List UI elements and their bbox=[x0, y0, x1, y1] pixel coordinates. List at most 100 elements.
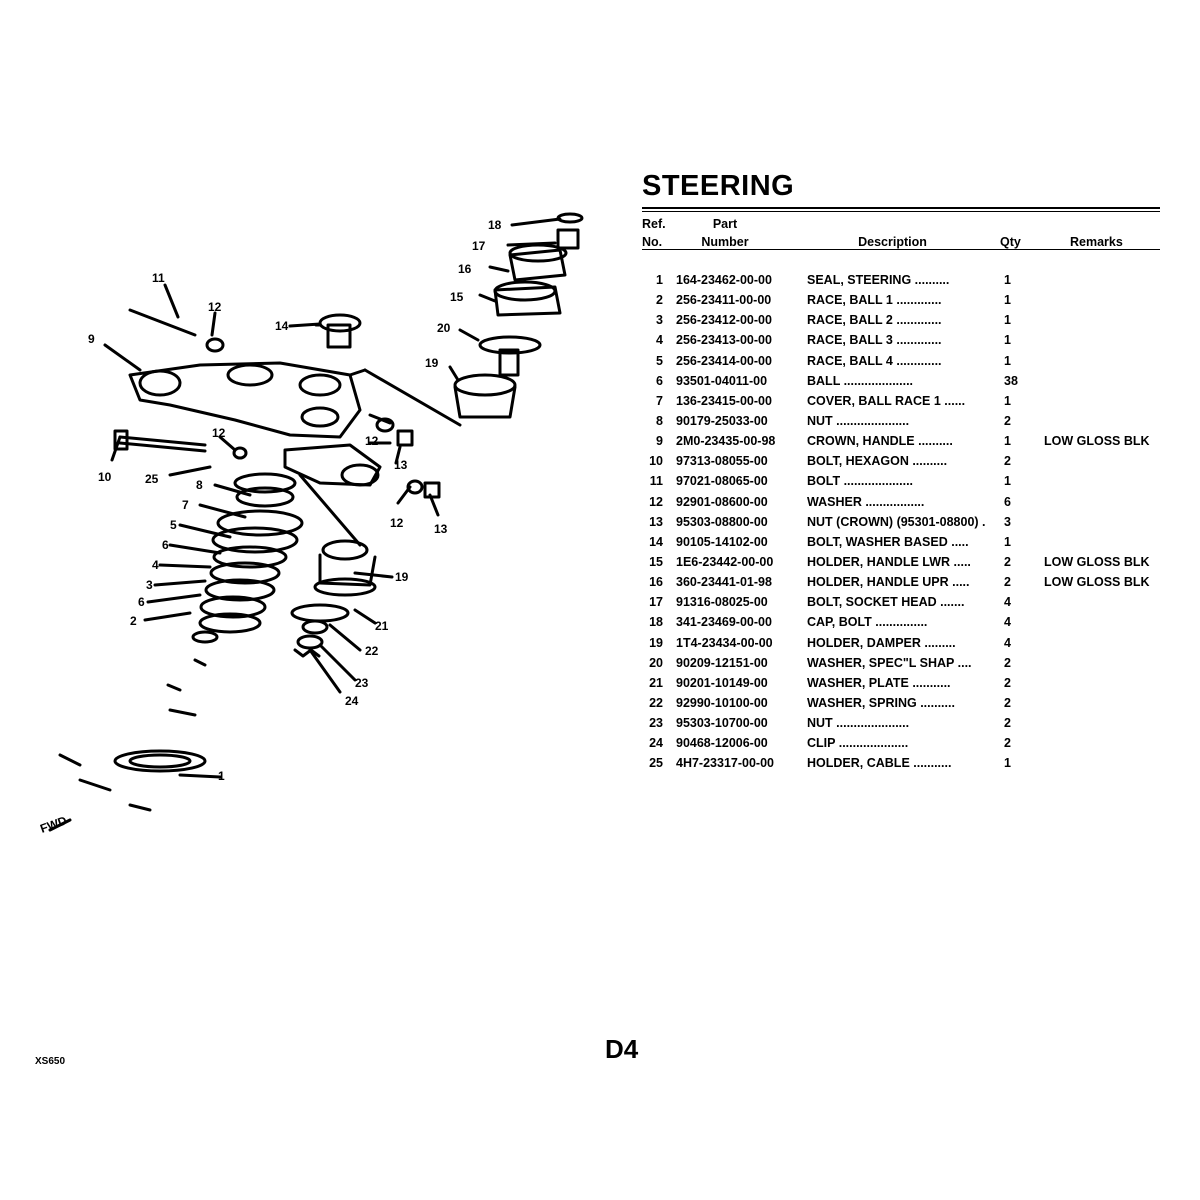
part-number: 1E6-23442-00-00 bbox=[676, 554, 774, 569]
ref-no: 8 bbox=[656, 413, 663, 428]
remarks: LOW GLOSS BLK bbox=[1044, 434, 1150, 449]
qty: 1 bbox=[1004, 534, 1011, 549]
qty: 2 bbox=[1004, 554, 1011, 569]
svg-text:6: 6 bbox=[162, 538, 169, 552]
description: WASHER, SPEC"L SHAP .... bbox=[807, 655, 972, 670]
qty: 2 bbox=[1004, 736, 1011, 751]
remarks: LOW GLOSS BLK bbox=[1044, 575, 1150, 590]
description: CROWN, HANDLE .......... bbox=[807, 434, 953, 449]
svg-text:2: 2 bbox=[130, 614, 137, 628]
svg-text:23: 23 bbox=[355, 676, 369, 690]
qty: 2 bbox=[1004, 716, 1011, 731]
model-label: XS650 bbox=[35, 1056, 66, 1067]
svg-text:10: 10 bbox=[98, 470, 112, 484]
part-number: 256-23414-00-00 bbox=[676, 353, 772, 368]
qty: 1 bbox=[1004, 313, 1011, 328]
qty: 3 bbox=[1004, 514, 1011, 529]
qty: 1 bbox=[1004, 353, 1011, 368]
ref-no: 16 bbox=[649, 575, 663, 590]
header-part: Part Number bbox=[700, 215, 750, 251]
ref-no: 22 bbox=[649, 695, 663, 710]
page-title: STEERING bbox=[642, 170, 795, 202]
qty: 1 bbox=[1004, 393, 1011, 408]
description: RACE, BALL 1 ............. bbox=[807, 293, 942, 308]
part-number: 341-23469-00-00 bbox=[676, 615, 772, 630]
table-row: 12 92901-08600-00 WASHER .................… bbox=[642, 492, 1160, 512]
part-number: 90209-12151-00 bbox=[676, 655, 768, 670]
qty: 1 bbox=[1004, 474, 1011, 489]
part-number: 92901-08600-00 bbox=[676, 494, 768, 509]
ref-no: 13 bbox=[649, 514, 663, 529]
part-number: 164-23462-00-00 bbox=[676, 273, 772, 287]
ref-no: 11 bbox=[649, 474, 663, 489]
part-number: 136-23415-00-00 bbox=[676, 393, 772, 408]
description: HOLDER, DAMPER ......... bbox=[807, 635, 956, 650]
ref-no: 5 bbox=[656, 353, 663, 368]
part-number: 93501-04011-00 bbox=[676, 373, 768, 388]
part-number: 256-23411-00-00 bbox=[676, 293, 772, 308]
svg-text:19: 19 bbox=[395, 570, 409, 584]
part-number: 92990-10100-00 bbox=[676, 695, 768, 710]
svg-text:5: 5 bbox=[170, 518, 177, 532]
svg-text:12: 12 bbox=[365, 434, 379, 448]
part-number: 90468-12006-00 bbox=[676, 736, 768, 751]
table-row: 1 164-23462-00-00 SEAL, STEERING .........… bbox=[642, 270, 1160, 290]
part-number: 90179-25033-00 bbox=[676, 413, 768, 428]
part-number: 97313-08055-00 bbox=[676, 454, 768, 469]
qty: 1 bbox=[1004, 434, 1011, 449]
description: WASHER ................. bbox=[807, 494, 925, 509]
svg-text:FWD: FWD bbox=[38, 813, 69, 836]
description: NUT ..................... bbox=[807, 716, 910, 731]
page-number: D4 bbox=[605, 1034, 639, 1064]
svg-text:12: 12 bbox=[390, 516, 404, 530]
svg-text:9: 9 bbox=[88, 332, 95, 346]
ref-no: 19 bbox=[649, 635, 663, 650]
header-rule bbox=[642, 249, 1160, 250]
parts-table: 1 164-23462-00-00 SEAL, STEERING .........… bbox=[642, 270, 1160, 774]
part-number: 256-23413-00-00 bbox=[676, 333, 772, 348]
qty: 2 bbox=[1004, 675, 1011, 690]
part-number: 95303-08800-00 bbox=[676, 514, 768, 529]
ref-no: 9 bbox=[656, 434, 663, 449]
svg-text:12: 12 bbox=[212, 426, 226, 440]
header-remarks: Remarks bbox=[1070, 235, 1123, 249]
description: RACE, BALL 3 ............. bbox=[807, 333, 942, 348]
svg-text:13: 13 bbox=[434, 522, 448, 536]
header-part-line2: Number bbox=[701, 235, 749, 249]
ref-no: 17 bbox=[649, 595, 663, 610]
header-part-line1: Part bbox=[712, 217, 738, 231]
part-number: 90105-14102-00 bbox=[676, 534, 768, 549]
ref-no: 20 bbox=[649, 655, 663, 670]
remarks: LOW GLOSS BLK bbox=[1044, 554, 1150, 569]
ref-no: 3 bbox=[656, 313, 663, 328]
svg-text:21: 21 bbox=[375, 619, 389, 633]
description: HOLDER, HANDLE UPR ..... bbox=[807, 575, 970, 590]
description: SEAL, STEERING .......... bbox=[807, 273, 950, 287]
exploded-parts-diagram: 18 17 16 15 20 19 14 11 12 9 10 25 12 8 … bbox=[20, 205, 620, 855]
part-number: 97021-08065-00 bbox=[676, 474, 768, 489]
header-ref: Ref. No. bbox=[642, 215, 666, 251]
part-number: 4H7-23317-00-00 bbox=[676, 756, 774, 771]
ref-no: 21 bbox=[649, 675, 663, 690]
leader-18 bbox=[510, 217, 562, 227]
svg-text:16: 16 bbox=[458, 262, 472, 276]
ref-no: 4 bbox=[656, 333, 663, 348]
qty: 1 bbox=[1004, 273, 1011, 287]
svg-text:20: 20 bbox=[437, 321, 451, 335]
header-qty: Qty bbox=[1000, 235, 1021, 249]
ref-no: 18 bbox=[649, 615, 663, 630]
ref-no: 12 bbox=[649, 494, 663, 509]
ref-no: 25 bbox=[649, 756, 663, 771]
svg-text:13: 13 bbox=[394, 458, 408, 472]
